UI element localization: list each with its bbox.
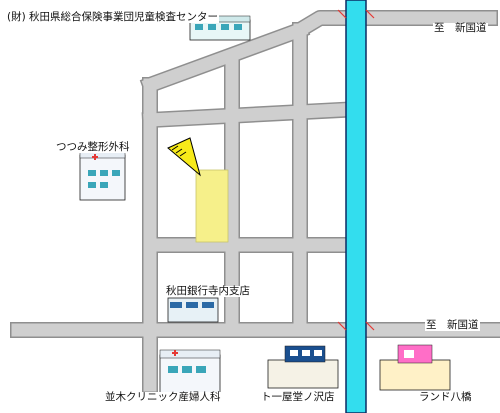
- label-store-hachi: ランド八橋: [418, 391, 473, 403]
- river: [345, 0, 367, 413]
- label-lower-road: 至 新国道: [425, 319, 480, 331]
- label-upper-road: 至 新国道: [433, 22, 488, 34]
- building-tsutsumi: [79, 149, 126, 201]
- building-top: [189, 15, 251, 41]
- building-namiki: [159, 349, 221, 396]
- target-lot: [195, 169, 229, 243]
- label-clinic-tsutsumi: つつみ整形外科: [55, 141, 131, 153]
- road-network: [10, 10, 500, 393]
- target-pin-icon: [167, 137, 201, 177]
- label-top-center: (財) 秋田県総合保険事業団児童検査センター: [6, 11, 220, 23]
- label-store-toichi: ト一屋堂ノ沢店: [260, 391, 336, 403]
- building-hachi: [379, 344, 451, 391]
- building-bank: [167, 297, 219, 323]
- building-toichi: [267, 345, 339, 389]
- bridge-mark-icon: [337, 9, 375, 331]
- label-clinic-namiki: 並木クリニック産婦人科: [104, 391, 222, 403]
- label-bank: 秋田銀行寺内支店: [165, 285, 251, 297]
